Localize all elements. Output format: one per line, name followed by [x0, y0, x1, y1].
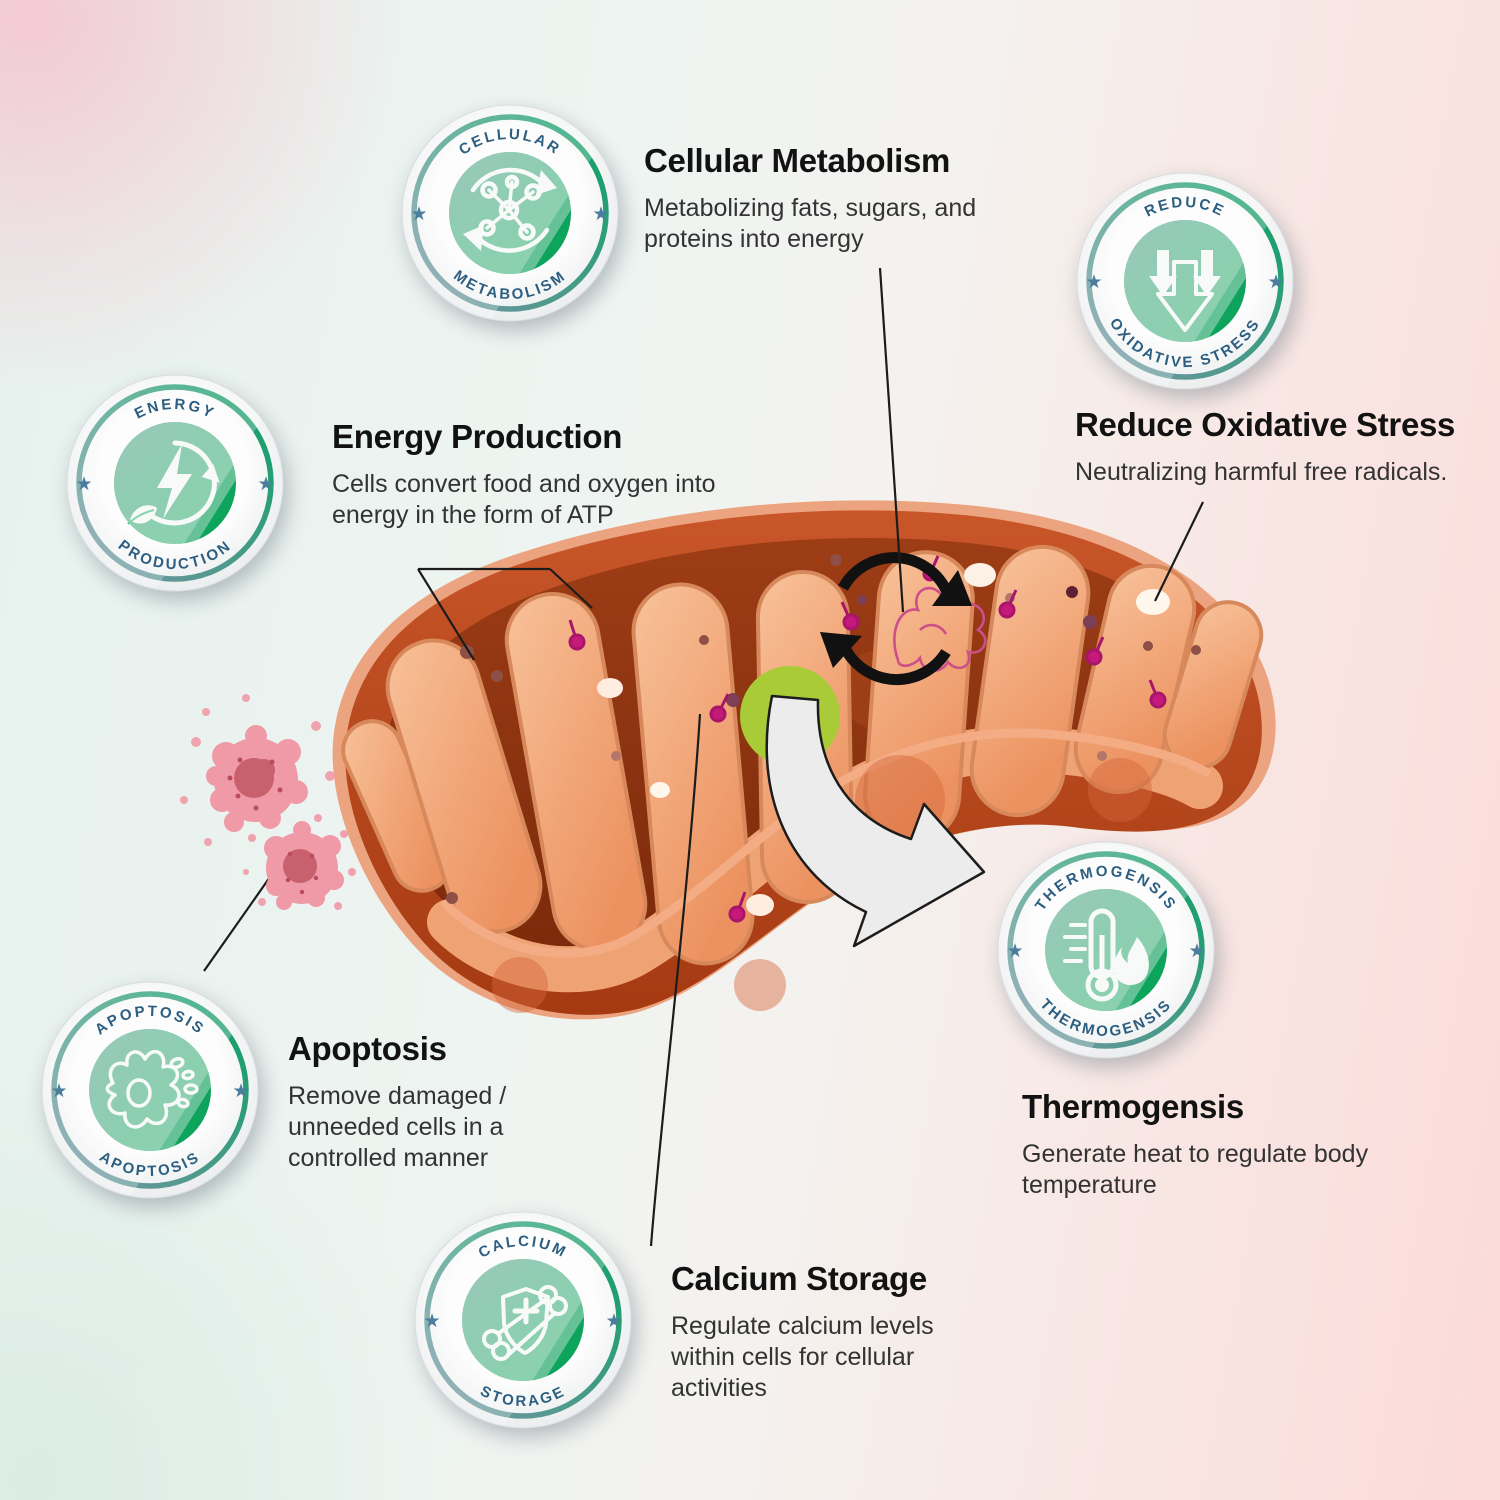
metabolism-cycle-arrows [820, 552, 972, 686]
star-icon: ★ [423, 1311, 440, 1332]
badge-apoptosis: ★ ★ APOPTOSIS APOPTOSIS [2, 942, 267, 1238]
bone-shield-cross-icon [482, 1285, 568, 1361]
thermometer-flame-icon [1063, 908, 1149, 1002]
section-title: Thermogensis [1022, 1088, 1244, 1125]
star-icon: ★ [605, 1311, 622, 1332]
apoptotic-cells [180, 694, 356, 910]
section-description: Neutralizing harmful free radicals. [1075, 458, 1448, 486]
bursting-cell-icon [105, 1049, 199, 1129]
star-icon: ★ [75, 474, 92, 495]
callout-reduce-oxidative-stress [1154, 501, 1204, 602]
badge-energy-production: ★ ★ ENERGY PRODUCTION [27, 335, 292, 631]
star-icon: ★ [1267, 272, 1284, 293]
badge-cellular-metabolism: ★ ★ CELLULAR METABOLISM [362, 65, 627, 361]
callout-calcium-storage [649, 713, 702, 1247]
section-thermogensis: Thermogensis Generate heat to regulate b… [1022, 1088, 1454, 1201]
star-icon: ★ [1188, 941, 1205, 962]
badge-thermogensis: ★ ★ THERMOGENSIS THERMOGENSIS [958, 802, 1223, 1098]
badge-calcium-storage: ★ ★ CALCIUM STORAGE [375, 1172, 640, 1468]
section-apoptosis: Apoptosis Remove damaged / unneeded cell… [288, 1030, 550, 1174]
section-title: Cellular Metabolism [644, 142, 951, 179]
section-calcium-storage: Calcium Storage Regulate calcium levels … [671, 1260, 993, 1404]
badge-reduce-oxidative-stress: ★ ★ REDUCE OXIDATIVE STRESS [1037, 133, 1302, 429]
lightning-recycle-leaf-icon [127, 440, 220, 526]
section-title: Apoptosis [288, 1030, 447, 1067]
section-description: Metabolizing fats, sugars, and proteins … [644, 194, 977, 253]
callout-apoptosis [203, 876, 271, 972]
section-cellular-metabolism: Cellular Metabolism Metabolizing fats, s… [644, 142, 1024, 255]
star-icon: ★ [257, 474, 274, 495]
callout-energy-production [417, 567, 593, 661]
star-icon: ★ [592, 204, 609, 225]
section-title: Energy Production [332, 418, 623, 455]
metabolism-cycle-icon [463, 167, 557, 253]
section-title: Calcium Storage [671, 1260, 927, 1297]
section-description: Regulate calcium levels within cells for… [671, 1312, 934, 1402]
star-icon: ★ [1085, 272, 1102, 293]
down-arrows-icon [1149, 250, 1221, 332]
callout-cellular-metabolism [878, 267, 905, 613]
callout-lines [203, 267, 1204, 1247]
star-icon: ★ [50, 1081, 67, 1102]
thermogensis-arrow [765, 694, 986, 948]
cristae [341, 544, 1264, 966]
section-energy-production: Energy Production Cells convert food and… [332, 418, 732, 531]
section-title: Reduce Oxidative Stress [1075, 406, 1456, 443]
star-icon: ★ [410, 204, 427, 225]
section-description: Generate heat to regulate body temperatu… [1022, 1140, 1369, 1199]
star-icon: ★ [1006, 941, 1023, 962]
section-reduce-oxidative-stress: Reduce Oxidative Stress Neutralizing har… [1075, 406, 1500, 488]
section-description: Cells convert food and oxygen into energ… [332, 470, 716, 529]
star-icon: ★ [232, 1081, 249, 1102]
section-description: Remove damaged / unneeded cells in a con… [288, 1082, 507, 1172]
